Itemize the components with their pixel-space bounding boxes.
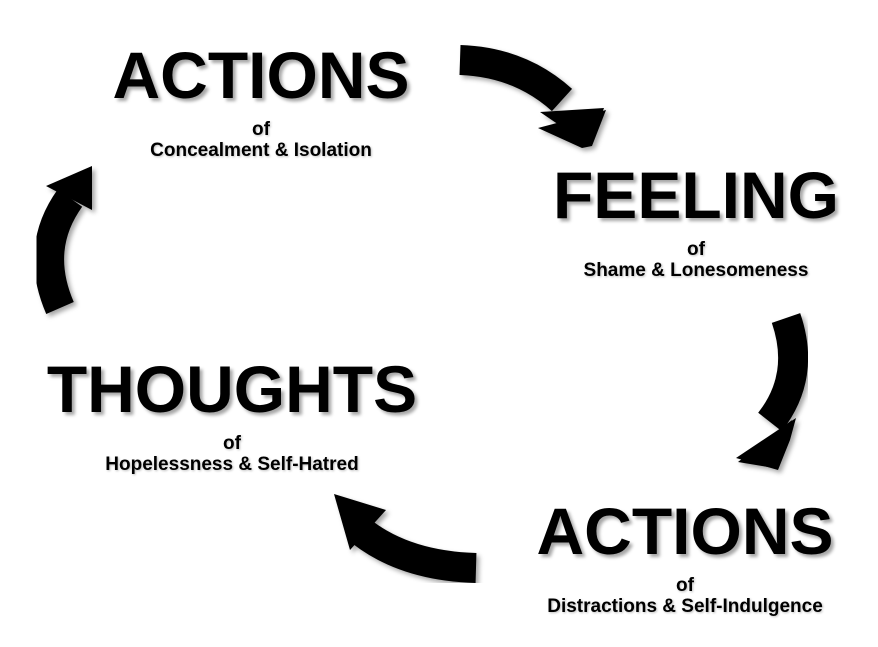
node-subtitle: Hopelessness & Self-Hatred: [105, 454, 359, 475]
node-connector: of: [223, 433, 241, 454]
node-title: THOUGHTS: [46, 352, 418, 426]
arrow-actions-to-feeling-icon: [459, 45, 606, 148]
node-subtitle: Shame & Lonesomeness: [583, 260, 809, 281]
node-subtitle: Concealment & Isolation: [150, 140, 372, 161]
arrow-feeling-to-actions-icon: [736, 313, 809, 470]
node-connector: of: [687, 239, 705, 260]
node-feeling-shame: FEELING of Shame & Lonesomeness: [520, 162, 872, 280]
node-connector: of: [252, 119, 270, 140]
node-title: FEELING: [552, 158, 839, 232]
node-actions-concealment: ACTIONS of Concealment & Isolation: [84, 42, 438, 160]
node-subtitle: Distractions & Self-Indulgence: [547, 596, 823, 617]
node-title: ACTIONS: [536, 494, 834, 568]
arrow-thoughts-to-actions-icon: [34, 166, 92, 314]
node-actions-distractions: ACTIONS of Distractions & Self-Indulgenc…: [500, 498, 870, 616]
node-thoughts-hopelessness: THOUGHTS of Hopelessness & Self-Hatred: [22, 356, 442, 474]
arrow-actions-to-thoughts-icon: [334, 494, 477, 583]
node-title: ACTIONS: [112, 38, 410, 112]
node-connector: of: [676, 575, 694, 596]
